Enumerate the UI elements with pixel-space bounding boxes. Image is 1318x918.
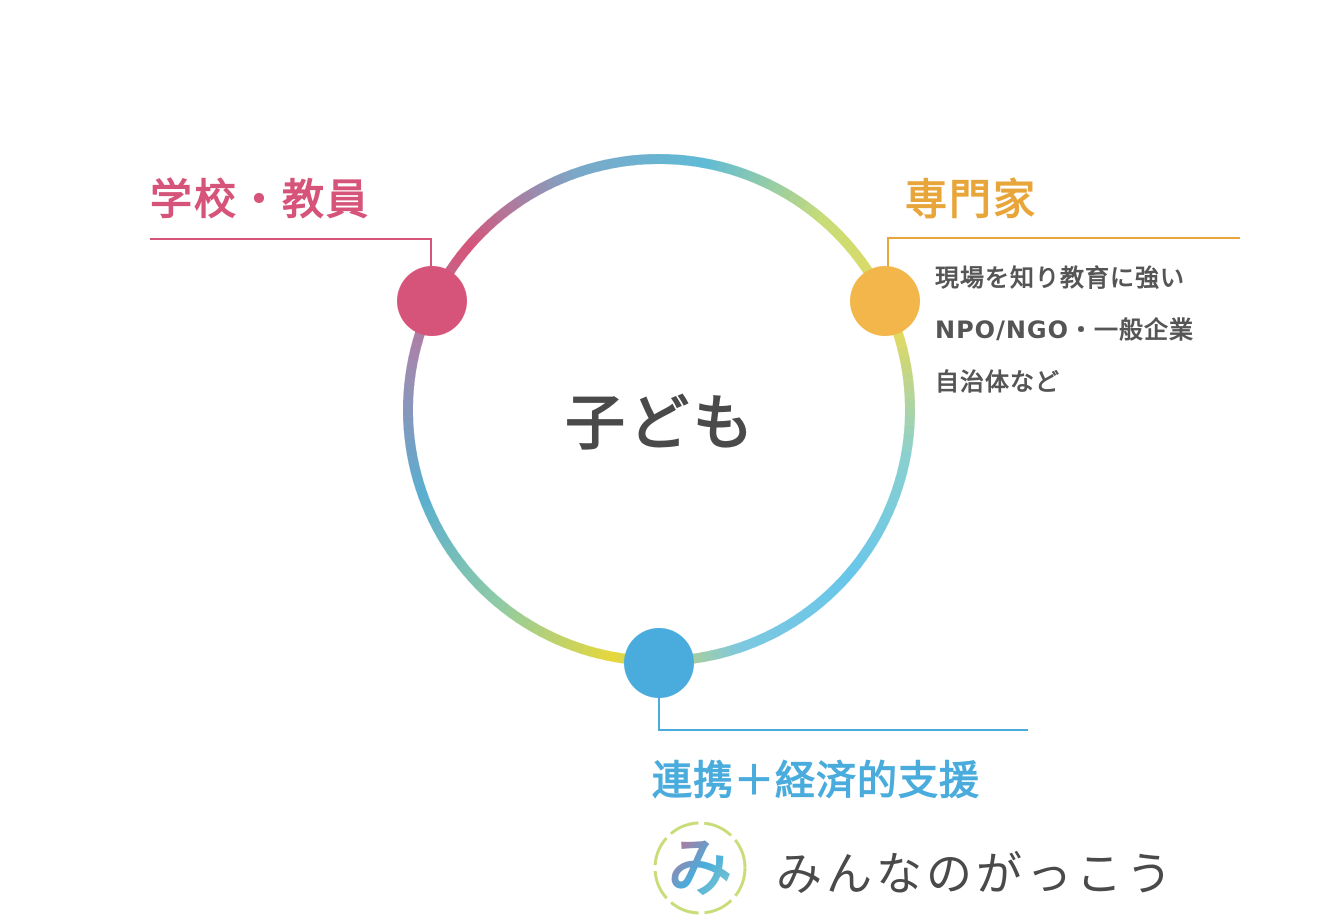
support-label: 連携＋経済的支援 bbox=[652, 758, 980, 804]
expert-desc-line: NPO/NGO・一般企業 bbox=[935, 316, 1195, 344]
ring-segment bbox=[456, 244, 472, 260]
expert-desc-line: 現場を知り教育に強い bbox=[935, 264, 1185, 292]
school-connector-line bbox=[150, 238, 432, 268]
center-label: 子ども bbox=[565, 389, 757, 459]
expert-label: 専門家 bbox=[905, 175, 1038, 224]
support-node-dot bbox=[624, 628, 694, 698]
logo-mark-text: み bbox=[668, 832, 732, 906]
expert-connector-line bbox=[887, 237, 1240, 268]
logo-name: みんなのがっこう bbox=[776, 847, 1176, 901]
support-connector-line bbox=[658, 698, 1028, 731]
school-label: 学校・教員 bbox=[150, 175, 371, 224]
expert-desc-line: 自治体など bbox=[935, 368, 1060, 396]
school-node-dot bbox=[397, 266, 467, 336]
logo-icon: み bbox=[653, 821, 747, 915]
expert-node-dot bbox=[850, 266, 920, 336]
